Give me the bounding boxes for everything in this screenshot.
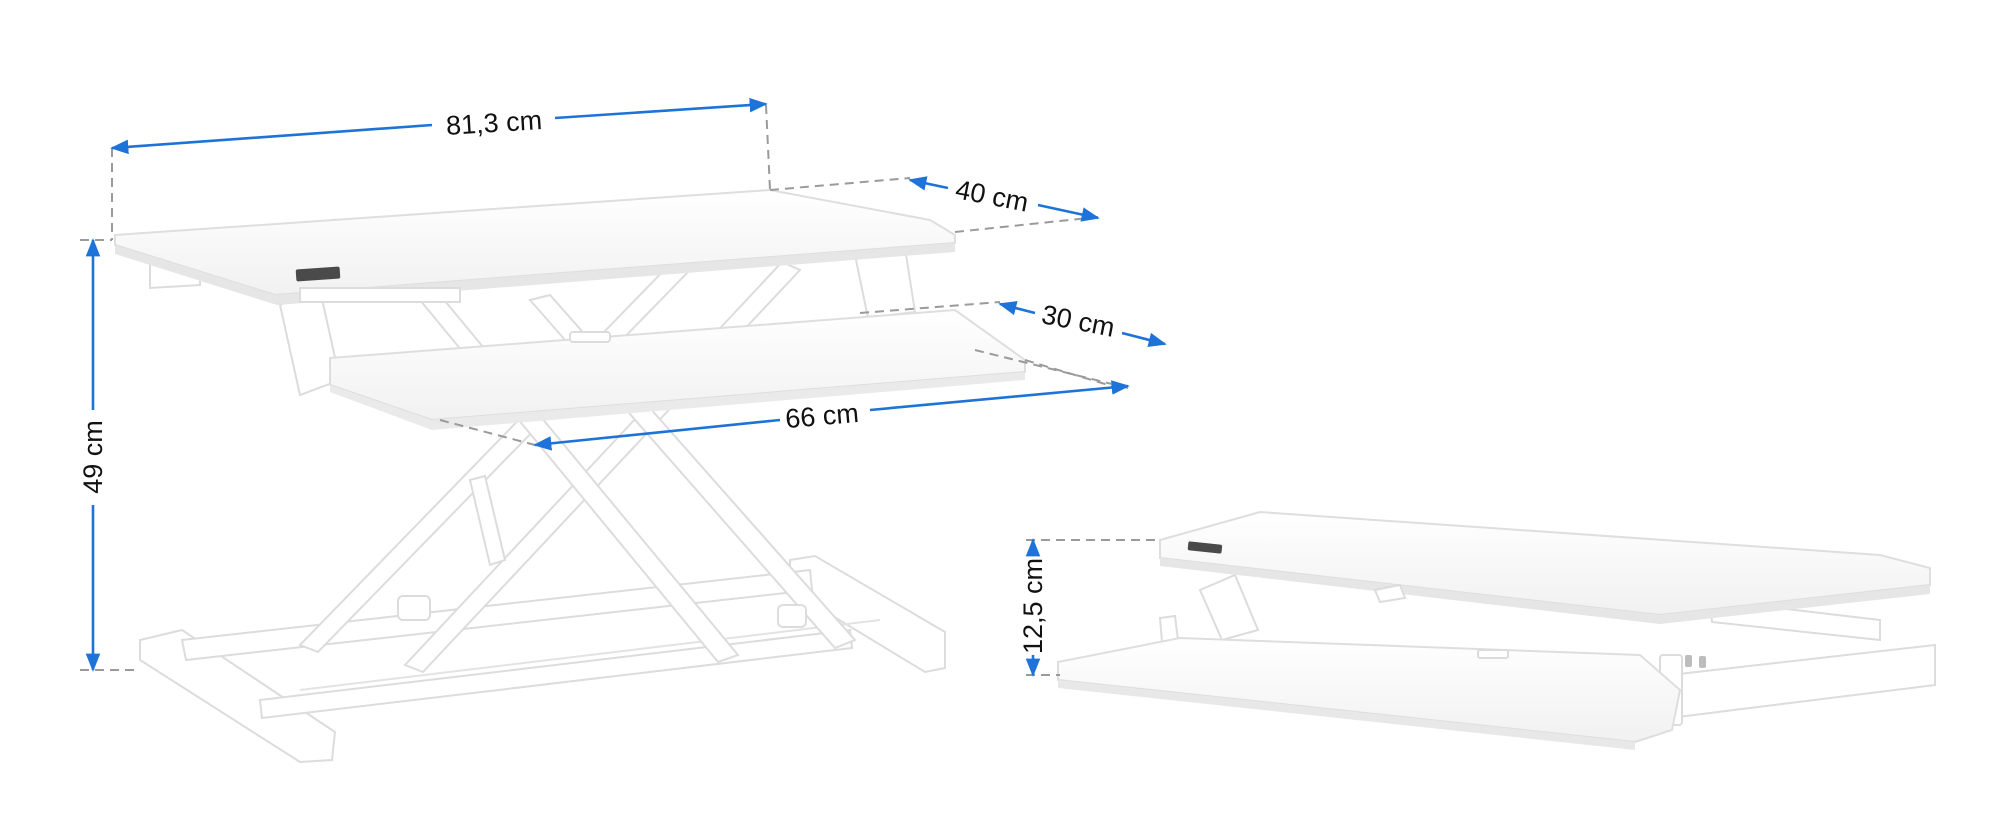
keyboard-depth-label: 30 cm	[1039, 299, 1117, 342]
left-dimension-guides	[80, 104, 1129, 671]
base-frame	[139, 554, 946, 764]
dimension-keyboard-width: 66 cm	[533, 380, 1130, 451]
dimension-width: 81,3 cm	[110, 97, 768, 155]
lowered-desktop-surface	[1159, 510, 1931, 668]
dimension-height-max: 49 cm	[78, 238, 108, 672]
height-max-label: 49 cm	[78, 420, 108, 494]
dimension-height-min: 12,5 cm	[1018, 538, 1048, 677]
desktop-surface	[114, 188, 956, 305]
keyboard-tray	[329, 308, 1026, 430]
raised-desk-illustration	[114, 188, 1026, 764]
width-label: 81,3 cm	[445, 105, 543, 141]
dimension-depth: 40 cm	[908, 174, 1100, 222]
height-min-label: 12,5 cm	[1018, 558, 1048, 654]
lowered-keyboard-tray	[1057, 636, 1682, 750]
dimension-keyboard-depth: 30 cm	[998, 299, 1167, 347]
lowered-desk-illustration	[1057, 510, 1936, 750]
lowered-control-panel	[1187, 541, 1223, 554]
control-panel	[295, 266, 341, 282]
depth-label: 40 cm	[953, 174, 1031, 217]
keyboard-width-label: 66 cm	[784, 398, 860, 434]
